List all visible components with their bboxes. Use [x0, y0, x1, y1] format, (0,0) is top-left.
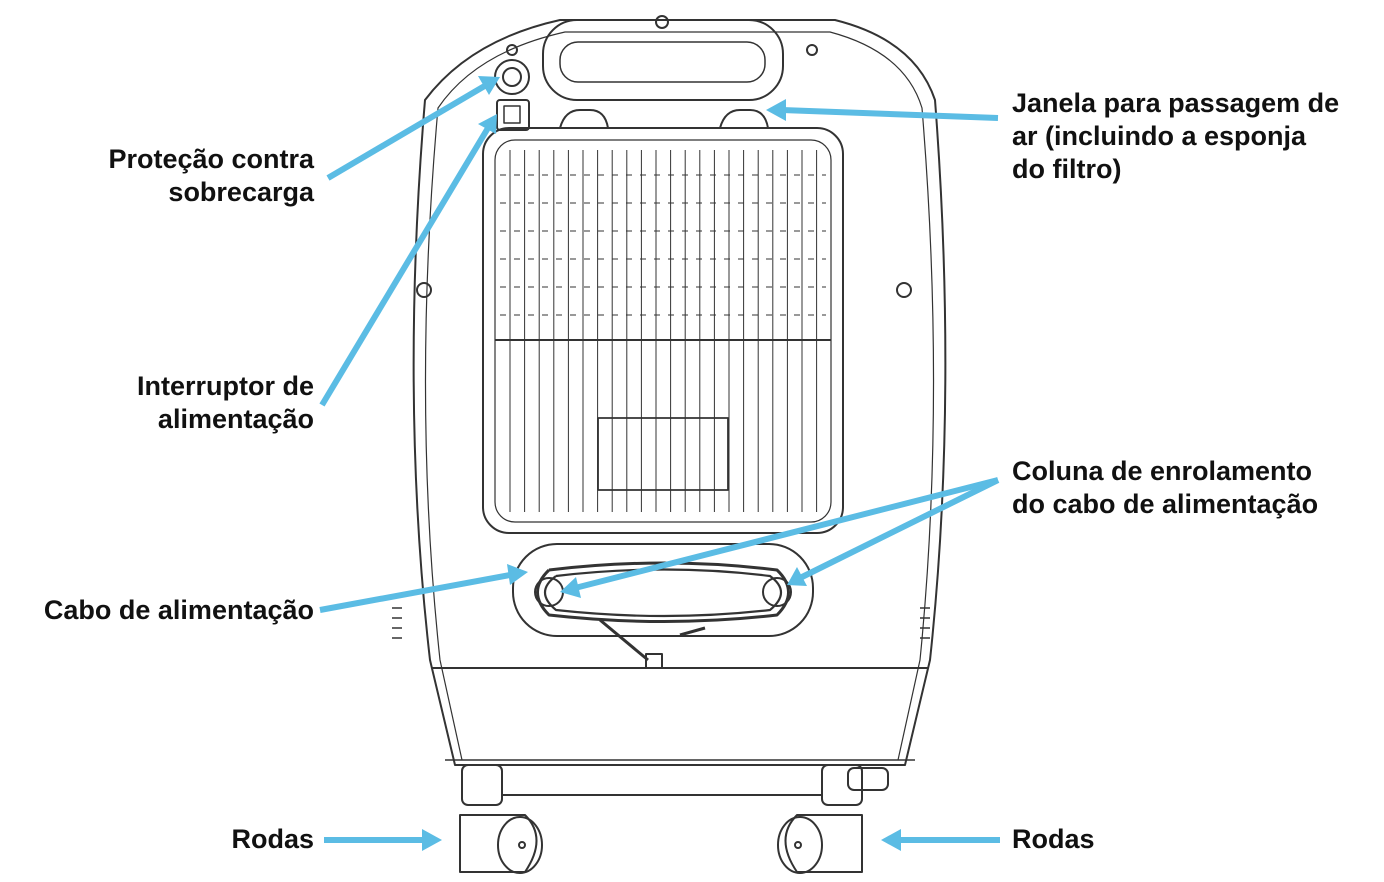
- arrow-power-switch: [319, 126, 491, 407]
- label-cord-winding-column: Coluna de enrolamento do cabo de aliment…: [1012, 456, 1319, 519]
- air-window-frame: [482, 127, 844, 534]
- label-plate: [597, 417, 729, 491]
- overload-protector: [494, 59, 530, 95]
- label-power-switch: Interruptor de alimentação: [136, 371, 314, 434]
- arrow-cord-right-head: [787, 567, 807, 586]
- arrow-wheels-left-head: [422, 829, 442, 851]
- arrow-air-window: [781, 107, 999, 121]
- label-air-window: Janela para passagem de ar (incluindo a …: [1012, 88, 1340, 184]
- arrow-overload: [326, 81, 490, 181]
- device-inner-outline: [424, 31, 935, 761]
- label-wheels-left: Rodas: [231, 824, 314, 854]
- plug: [645, 653, 663, 669]
- handle: [542, 19, 784, 101]
- power-switch: [496, 99, 530, 131]
- arrow-cord-left: [574, 477, 999, 591]
- arrow-air-window-head: [766, 99, 786, 121]
- arrow-power-switch-head: [478, 114, 497, 134]
- label-wheels-right: Rodas: [1012, 824, 1095, 854]
- arrow-cable-head: [507, 564, 528, 585]
- arrow-cord-right: [798, 477, 1000, 581]
- arrow-cord-left-head: [560, 577, 581, 598]
- wheel-right: [784, 814, 863, 873]
- label-power-cable: Cabo de alimentação: [43, 595, 314, 625]
- cable-recess: [512, 543, 814, 637]
- arrow-wheels-right-head: [881, 829, 901, 851]
- top-screw: [655, 15, 669, 29]
- arrow-cable: [319, 572, 511, 613]
- arrow-overload-head: [478, 76, 500, 95]
- label-overload-protection: Proteção contra sobrecarga: [108, 144, 314, 207]
- cord-post-right: [762, 577, 792, 607]
